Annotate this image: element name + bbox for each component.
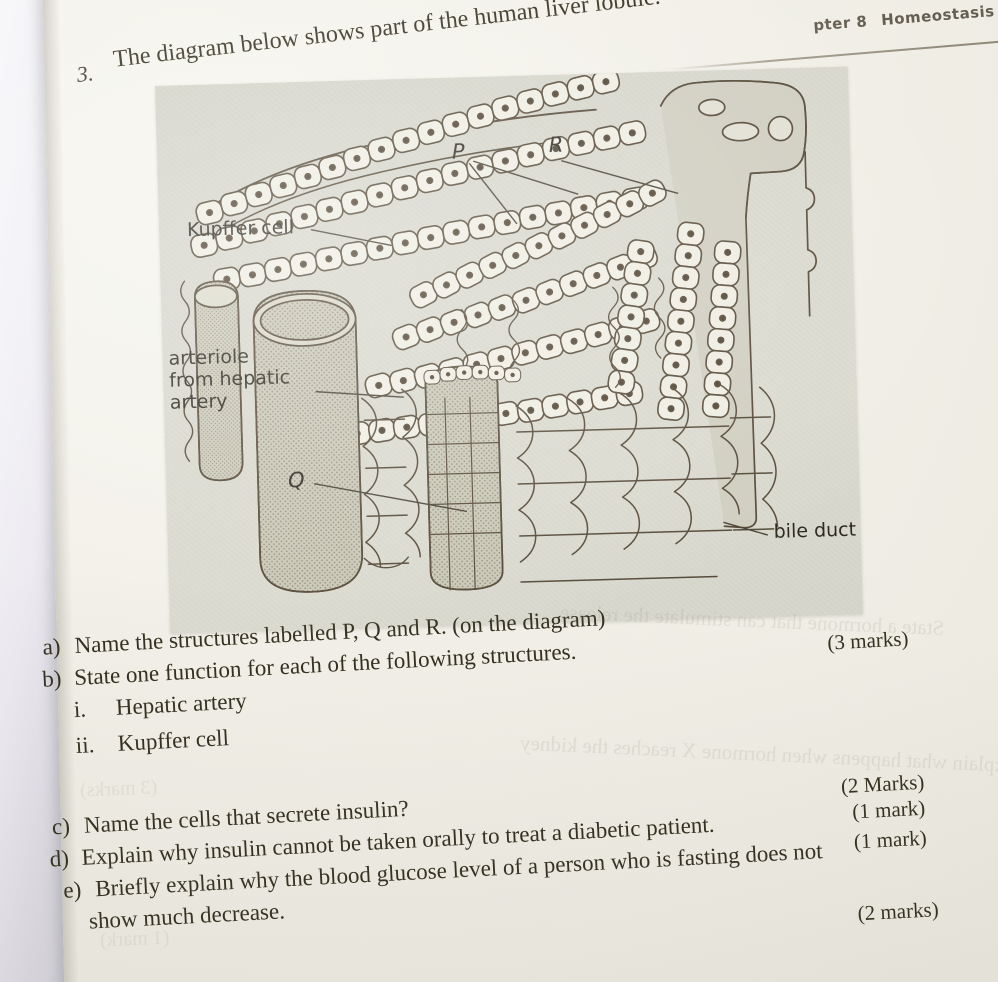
- bottom-rim: [363, 556, 409, 569]
- part-b-ii: ii. Kupffer cell: [59, 725, 230, 759]
- part-e-continuation-text: show much decrease.: [88, 898, 286, 934]
- part-e-total-marks: (2 marks): [857, 897, 940, 926]
- part-b-key: b): [41, 665, 63, 692]
- question-parts: a)Name the structures labelled P, Q and …: [36, 587, 982, 965]
- portal-venule-vessel: [252, 290, 364, 593]
- figure-label-p: P: [451, 139, 465, 164]
- figure-label-arteriole: arteriole from hepatic artery: [168, 345, 291, 415]
- part-b-i-text: Hepatic artery: [115, 688, 248, 720]
- part-a-marks: (3 marks): [826, 626, 910, 655]
- part-e-marks: (1 mark): [853, 825, 928, 854]
- part-c-marks: (2 Marks): [840, 769, 925, 799]
- figure-label-r: R: [548, 132, 564, 158]
- part-e-key: e): [62, 876, 82, 903]
- central-vein: [423, 364, 522, 591]
- figure-panel: P R Kupffer cell arteriole from hepatic …: [155, 66, 864, 634]
- part-b-i: i. Hepatic artery: [57, 688, 248, 723]
- part-b-ii-text: Kupffer cell: [117, 725, 230, 756]
- front-face-cords-right: [515, 383, 740, 583]
- front-face-cords: [361, 388, 421, 567]
- arteriole-vessel: [180, 280, 244, 482]
- part-d-marks: (1 mark): [851, 795, 926, 824]
- part-b-ii-key: ii.: [75, 732, 95, 759]
- part-b-i-key: i.: [73, 696, 87, 723]
- part-e-continuation: show much decrease.: [88, 898, 286, 934]
- part-a-key: a): [41, 633, 62, 660]
- part-c-key: c): [51, 813, 71, 840]
- figure-label-bile-duct: bile duct: [773, 518, 857, 543]
- figure-label-q: Q: [287, 467, 305, 493]
- liver-lobule-diagram: [180, 67, 817, 593]
- question-number: 3.: [75, 60, 95, 87]
- figure-label-kupffer-cell: Kupffer cell: [186, 216, 295, 242]
- part-d-key: d): [49, 845, 70, 872]
